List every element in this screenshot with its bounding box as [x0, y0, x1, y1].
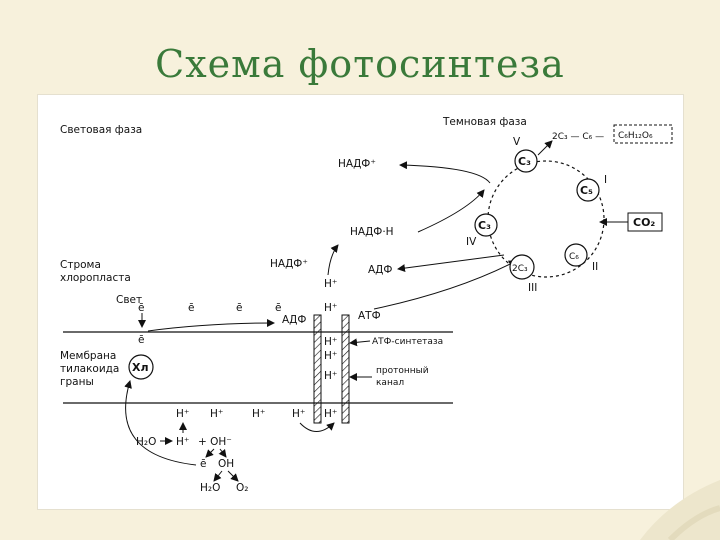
electron-label-3: ē	[188, 302, 194, 314]
electron-label-1: ē	[138, 302, 144, 314]
c3-top-node: C₃	[514, 149, 538, 173]
oh-label: OH	[218, 458, 234, 470]
oh-to-oxygen-arrow	[227, 470, 239, 482]
nadph-to-cycle-arrow	[417, 189, 485, 233]
proton-entry-arrow	[299, 422, 335, 432]
two-c3-node: 2C₃	[509, 254, 535, 280]
stage-1-label: I	[604, 174, 607, 186]
electron-label-4: ē	[236, 302, 242, 314]
atp-to-cycle-arrow	[373, 260, 517, 310]
electron-label-5: ē	[275, 302, 281, 314]
water-label: H₂O	[136, 436, 156, 448]
adp-return-arrow	[397, 254, 505, 273]
corner-decoration	[640, 480, 720, 540]
nadp-mid-label: НАДФ⁺	[270, 258, 308, 270]
h-plus-lumen-2: H⁺	[210, 408, 223, 420]
nadp-top-label: НАДФ⁺	[338, 158, 376, 170]
nadp-return-arrow	[399, 161, 491, 184]
h-plus-lumen-1: H⁺	[176, 408, 189, 420]
light-phase-label: Световая фаза	[60, 124, 142, 136]
chlorophyll-circle	[128, 354, 154, 380]
h-plus-channel-4: H⁺	[324, 408, 337, 420]
membrane-label-line1: Мембрана	[60, 350, 116, 362]
stroma-label-line2: хлоропласта	[60, 272, 131, 284]
nadph-formation-arrow	[327, 244, 339, 276]
water-product-label: H₂O	[200, 482, 220, 494]
chain-label: 2C₃ — C₆ —	[552, 132, 604, 142]
h-plus-photolysis: H⁺	[176, 436, 189, 448]
h-plus-channel-1: H⁺	[324, 336, 337, 348]
h-plus-channel-3: H⁺	[324, 370, 337, 382]
atp-synthase-label: АТФ-синтетаза	[372, 337, 443, 347]
proton-channel-label-1: протонный	[376, 366, 429, 376]
chlorophyll-label: Хл	[132, 361, 149, 374]
atp-synthase-pointer	[349, 338, 371, 347]
electron-flow-arrow	[147, 319, 275, 332]
c5-node: C₅	[576, 178, 600, 202]
slide-title: Схема фотосинтеза	[155, 42, 565, 86]
svg-text:C₃: C₃	[478, 219, 491, 232]
h-plus-lumen-4: H⁺	[292, 408, 305, 420]
oxygen-label: O₂	[236, 482, 248, 494]
oh-minus-label: + OH⁻	[198, 436, 232, 448]
c6-node: C₆	[564, 243, 588, 267]
stage-2-label: II	[592, 261, 598, 273]
atp-label: АТФ	[358, 310, 381, 322]
co2-label: CO₂	[633, 216, 655, 229]
stroma-label-line1: Строма	[60, 259, 101, 271]
electron-label-2: ē	[138, 334, 144, 346]
h-plus-lumen-3: H⁺	[252, 408, 265, 420]
electron-label-6: ē	[200, 458, 206, 470]
atp-synthase-left-wall	[313, 314, 322, 424]
oh-to-oh-arrow	[218, 448, 227, 458]
membrane-label-line3: граны	[60, 376, 94, 388]
h-plus-channel-2: H⁺	[324, 350, 337, 362]
membrane-label-line2: тилакоида	[60, 363, 119, 375]
glucose-label: C₆H₁₂O₆	[618, 131, 653, 141]
h-plus-stroma-1: H⁺	[324, 278, 337, 290]
h-plus-stroma-2: H⁺	[324, 302, 337, 314]
glucose-output-arrow	[537, 140, 553, 156]
c3-left-node: C₃	[474, 213, 498, 237]
atp-synthase-right-wall	[341, 314, 350, 424]
adp-left-label: АДФ	[282, 314, 306, 326]
stage-5-label: V	[513, 136, 521, 148]
glucose-box	[613, 124, 673, 144]
svg-text:C₅: C₅	[580, 184, 593, 197]
adp-right-label: АДФ	[368, 264, 392, 276]
diagram-panel: Световая фаза Темновая фаза Строма хлоро…	[37, 94, 684, 510]
oh-to-water-arrow	[213, 470, 223, 482]
dark-phase-label: Темновая фаза	[442, 116, 527, 128]
stage-4-label: IV	[466, 236, 477, 248]
oh-to-electron-arrow	[205, 448, 215, 458]
stage-3-label: III	[528, 282, 537, 294]
svg-text:C₃: C₃	[518, 155, 531, 168]
photosynthesis-diagram: Световая фаза Темновая фаза Строма хлоро…	[60, 116, 673, 494]
proton-channel-label-2: канал	[376, 378, 404, 388]
svg-text:2C₃: 2C₃	[512, 264, 528, 274]
electron-return-arrow	[124, 380, 197, 466]
light-label: Свет	[116, 294, 142, 306]
svg-text:C₆: C₆	[569, 252, 579, 262]
nadph-label: НАДФ·Н	[350, 226, 394, 238]
